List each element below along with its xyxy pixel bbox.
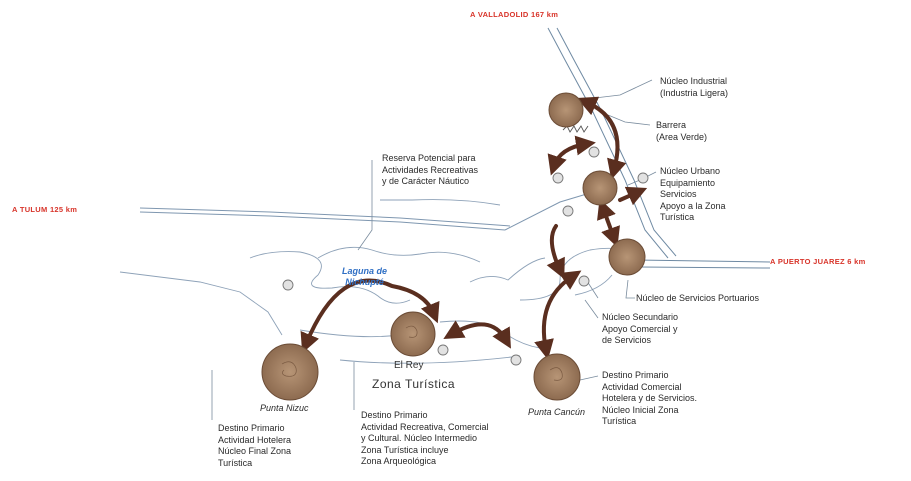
arrow-secundario-urbano (546, 224, 565, 280)
arrow-urbano-portuarios (597, 198, 620, 248)
arrow-small-loop (547, 135, 596, 176)
label-elrey-primario: Destino Primario Actividad Recreativa, C… (361, 410, 489, 466)
label-reserva: Reserva Potencial para Actividades Recre… (382, 153, 479, 186)
place-el-rey: El Rey (394, 360, 424, 371)
node-portuarios (608, 238, 646, 276)
label-secundario: Núcleo Secundario Apoyo Comercial y de S… (602, 312, 679, 345)
place-punta-cancun: Punta Cancún (528, 407, 586, 417)
road-label-puerto-juarez: A PUERTO JUAREZ 6 km (770, 257, 866, 266)
highway-puerto-juarez (635, 259, 771, 269)
label-portuarios: Núcleo de Servicios Portuarios (636, 293, 760, 303)
node-urbano (582, 170, 618, 206)
arrow-elrey-cancun (443, 320, 511, 349)
place-zona-turistica: Zona Turística (372, 377, 456, 391)
road-label-tulum: A TULUM 125 km (12, 205, 78, 214)
small-nodes (282, 146, 649, 366)
place-punta-nizuc: Punta Nizuc (260, 403, 309, 413)
arrow-nizuc-elrey (300, 278, 440, 354)
label-industrial: Núcleo Industrial (Industria Ligera) (660, 76, 729, 98)
node-el-rey (390, 311, 436, 357)
connection-arrows (300, 96, 648, 360)
lagoon-label: Laguna de Nichupté (342, 266, 388, 287)
node-industrial (548, 92, 584, 128)
highway-tulum (139, 189, 601, 231)
road-label-valladolid: A VALLADOLID 167 km (470, 10, 559, 19)
node-punta-nizuc (261, 343, 319, 401)
node-swirls (281, 325, 563, 381)
label-urbano: Núcleo Urbano Equipamiento Servicios Apo… (660, 166, 726, 222)
node-punta-cancun (533, 353, 581, 401)
label-barrera: Barrera (Area Verde) (656, 120, 708, 142)
label-nizuc-primario: Destino Primario Actividad Hotelera Núcl… (218, 423, 292, 468)
arrow-cancun-secundario (534, 270, 582, 360)
arrow-industrial-urbano (576, 96, 627, 180)
arrow-urbano-reserve (618, 186, 648, 206)
label-cancun-primario: Destino Primario Actividad Comercial Hot… (602, 370, 698, 426)
highway-valladolid (547, 27, 677, 259)
nodes (261, 92, 646, 401)
